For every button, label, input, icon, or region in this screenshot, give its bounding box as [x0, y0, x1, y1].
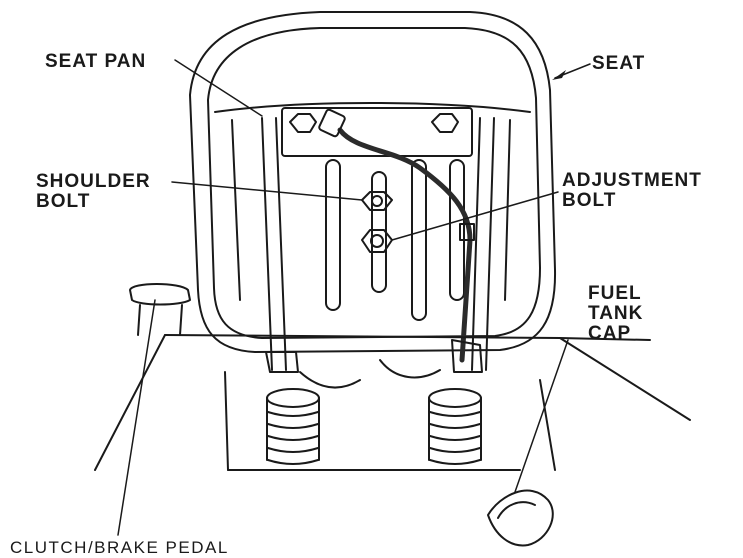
label-fuel-line-3: CAP [588, 323, 632, 344]
seat-pan-rail-right [471, 117, 481, 371]
label-clutch-brake-pedal: CLUTCH/BRAKE PEDAL [10, 538, 229, 557]
leader-seat-arrow [552, 70, 566, 80]
linkage-cable [337, 127, 473, 363]
spring-left [266, 388, 320, 465]
slot-1 [325, 159, 341, 311]
frame-right-edge [559, 337, 691, 421]
slot-4 [449, 159, 465, 301]
seat-pan-rail-left-inner [275, 117, 287, 371]
seat-seam-left [231, 119, 241, 301]
label-seat-pan: SEAT PAN [45, 51, 147, 72]
label-seat: SEAT [592, 53, 646, 74]
mounting-plate [281, 107, 473, 157]
seat-pan-rail-right-inner [485, 117, 495, 371]
plate-hex-right [431, 113, 459, 133]
leader-seat-pan [174, 59, 263, 117]
leader-fuel-tank-cap [514, 339, 569, 493]
seat-pan-rail-left [261, 117, 273, 371]
cable-connector [459, 223, 475, 241]
plate-hex-left [289, 113, 317, 133]
cable-clip [318, 108, 346, 138]
bracket-right [451, 339, 483, 373]
clutch-brake-pedal-shape [129, 283, 191, 306]
leader-shoulder-bolt [171, 181, 363, 201]
frame-inner-left [224, 371, 229, 471]
fuel-tank-cap-shape [487, 489, 554, 547]
bracket-left [265, 351, 299, 373]
leader-adjustment-bolt [391, 191, 559, 241]
label-adjustment-line-2: BOLT [562, 190, 617, 211]
leader-clutch-brake [117, 299, 156, 536]
label-adjustment-line-1: ADJUSTMENT [562, 170, 702, 191]
slot-3 [411, 159, 427, 321]
spring-right [428, 388, 482, 465]
frame-left-edge [94, 334, 166, 471]
seat-back-inner-rim [207, 27, 541, 339]
bracket-center [379, 359, 441, 379]
label-shoulder-line-2: BOLT [36, 191, 91, 212]
seat-back-outline [189, 11, 557, 353]
shoulder-bolt-head [361, 191, 393, 211]
label-fuel-line-2: TANK [588, 303, 644, 324]
slot-2 [371, 171, 387, 293]
adjustment-bolt-head [361, 229, 393, 253]
seat-seam-right [504, 119, 511, 301]
frame-top-edge [164, 334, 651, 341]
label-fuel-line-1: FUEL [588, 283, 642, 304]
label-shoulder-line-1: SHOULDER [36, 171, 151, 192]
